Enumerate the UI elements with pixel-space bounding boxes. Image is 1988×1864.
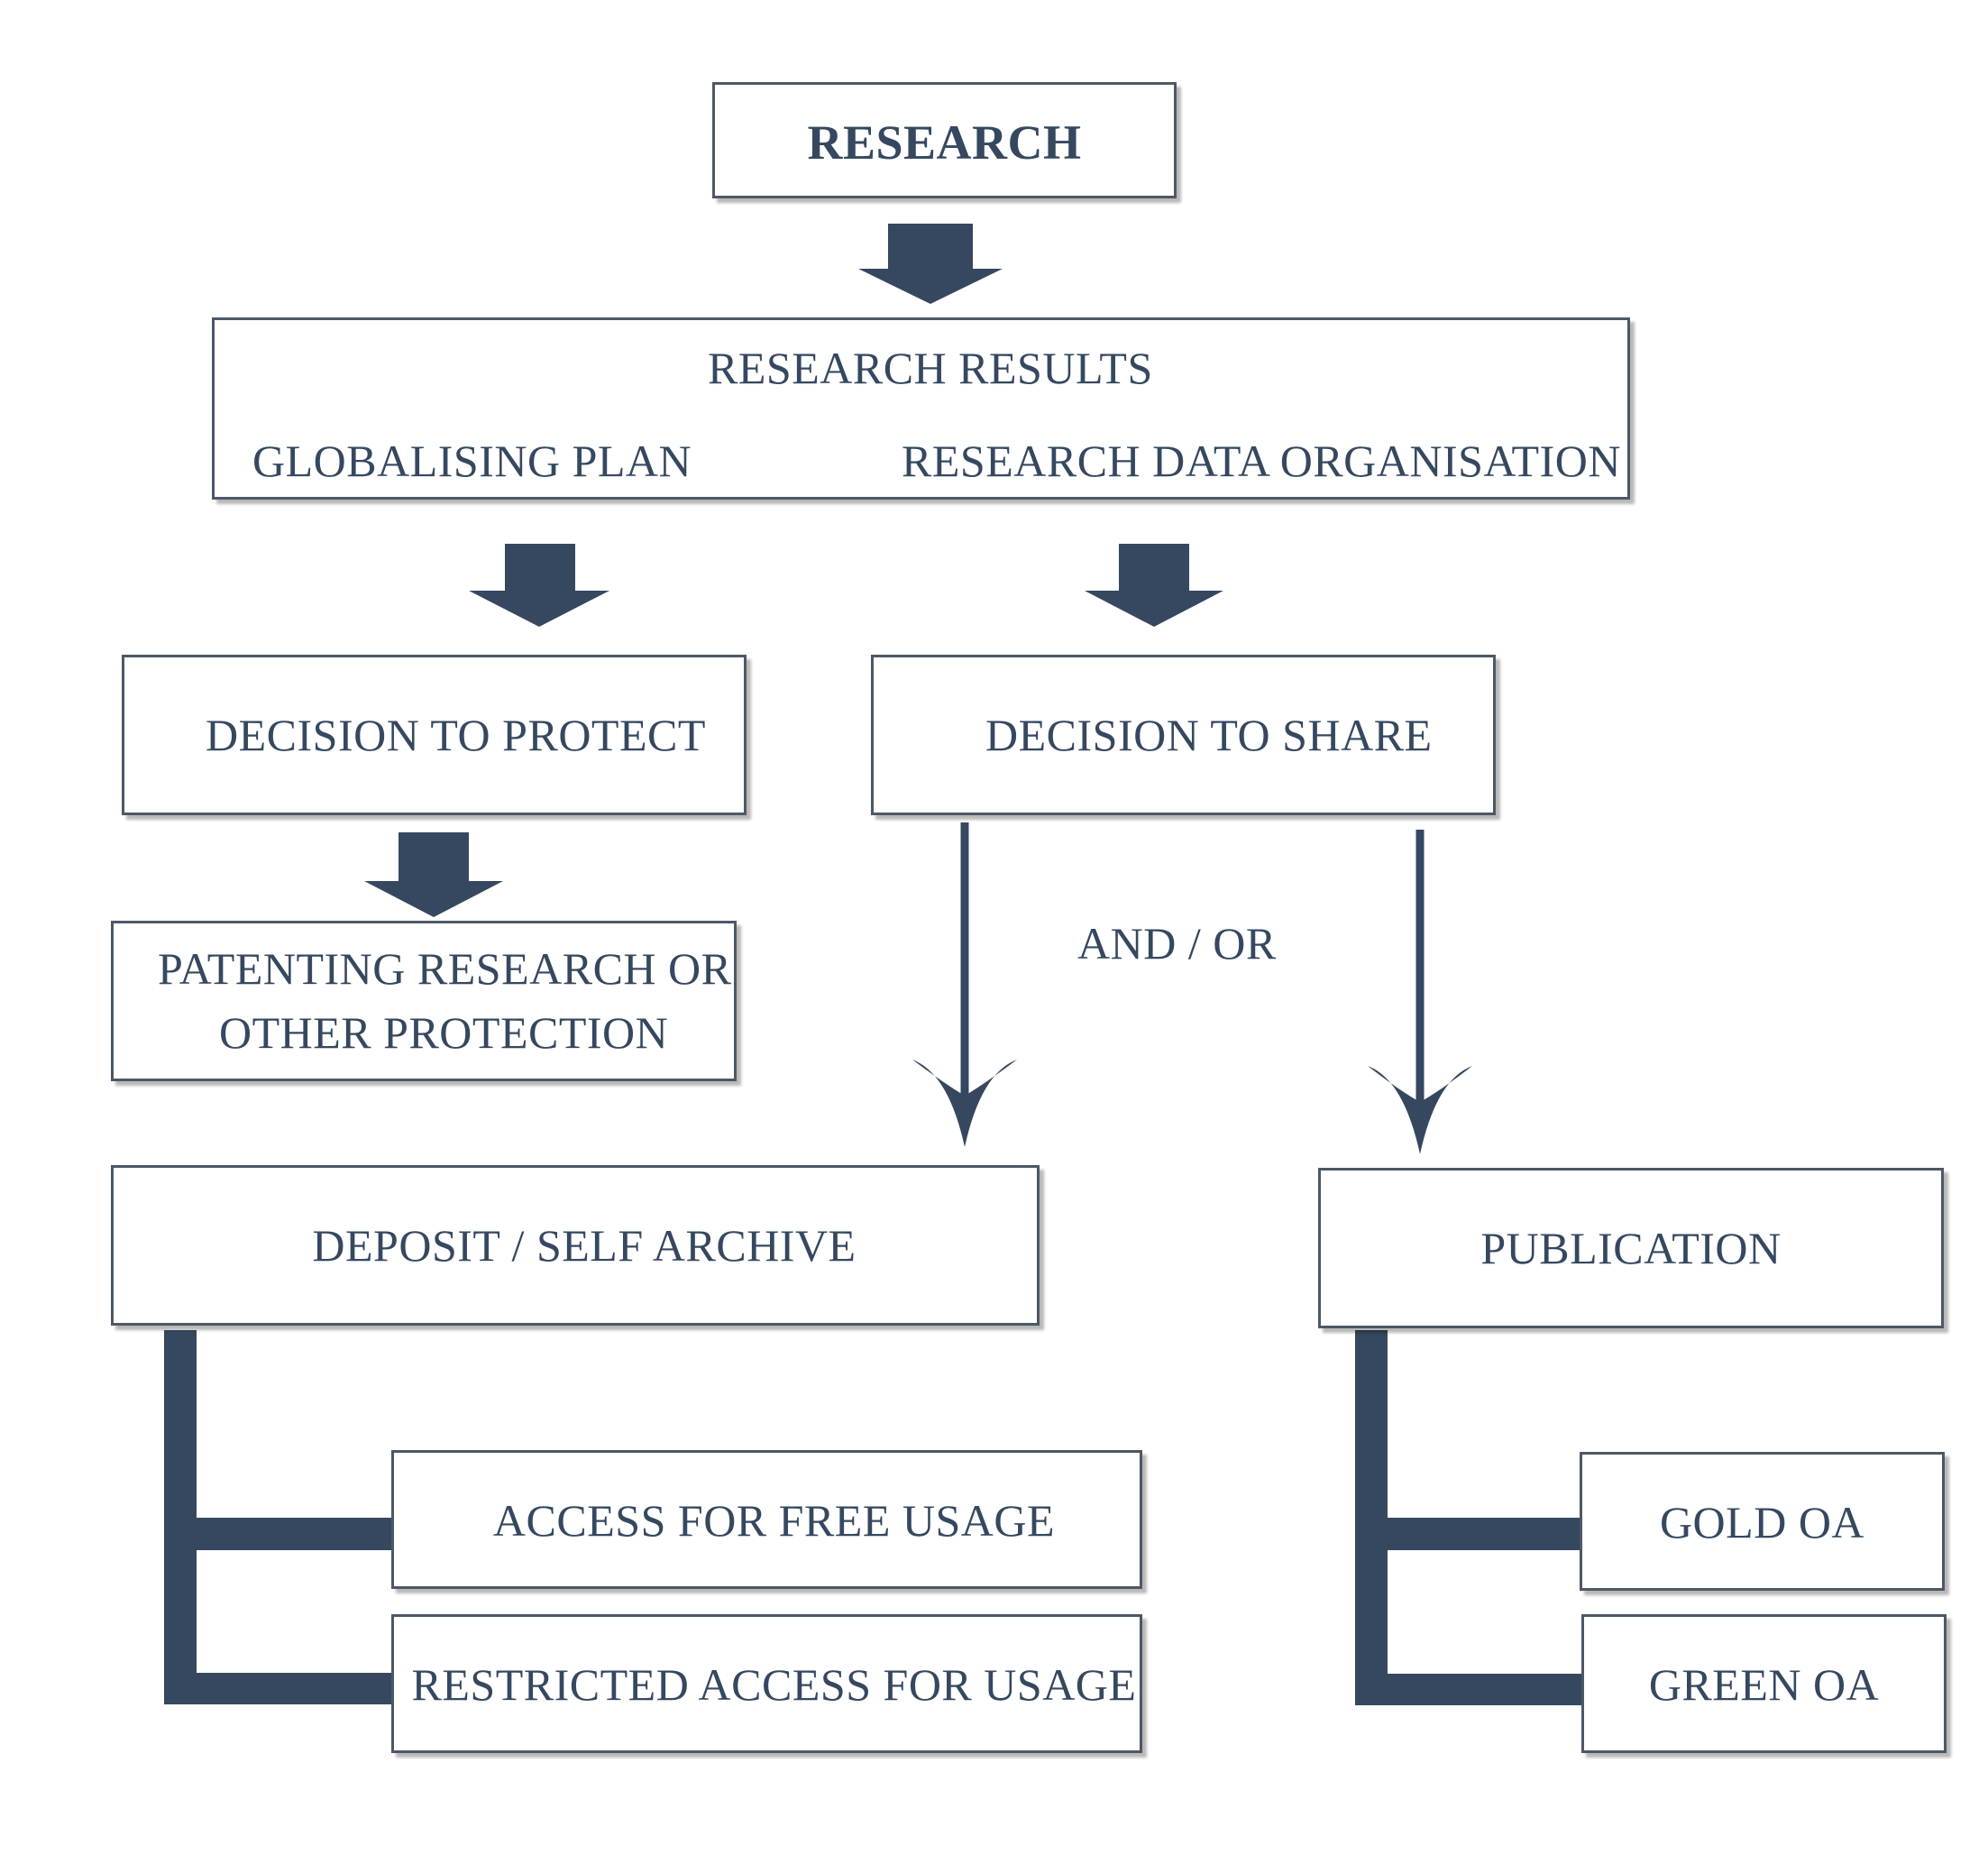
bracket-publication-children — [1355, 1330, 1582, 1705]
deposit-label: DEPOSIT / SELF ARCHIVE — [312, 1220, 857, 1271]
research-results-node: RESEARCH RESULTS GLOBALISING PLAN RESEAR… — [212, 317, 1630, 500]
research-results-label: RESEARCH RESULTS — [708, 343, 1153, 393]
publication-label: PUBLICATION — [1480, 1223, 1782, 1273]
patenting-label-line1: PATENTING RESEARCH OR — [158, 943, 732, 994]
block-arrow-research-to-results — [842, 219, 1019, 308]
gold-oa-label: GOLD OA — [1659, 1497, 1865, 1547]
access-free-node: ACCESS FOR FREE USAGE — [391, 1450, 1142, 1589]
and-or-label: AND / OR — [1077, 918, 1277, 969]
line-arrow-to-publication — [1368, 830, 1472, 1154]
decision-to-protect-node: DECISION TO PROTECT — [122, 655, 747, 815]
block-arrow-to-patenting — [350, 828, 518, 922]
line-arrow-to-deposit — [912, 822, 1017, 1147]
restricted-access-label: RESTRICTED ACCESS FOR USAGE — [411, 1659, 1137, 1710]
gold-oa-node: GOLD OA — [1580, 1452, 1945, 1591]
patenting-node: PATENTING RESEARCH OR OTHER PROTECTION — [111, 921, 737, 1081]
globalising-plan-label: GLOBALISING PLAN — [252, 436, 692, 486]
restricted-access-node: RESTRICTED ACCESS FOR USAGE — [391, 1614, 1142, 1753]
decision-to-share-label: DECISION TO SHARE — [985, 710, 1433, 760]
green-oa-label: GREEN OA — [1648, 1659, 1880, 1710]
decision-to-protect-label: DECISION TO PROTECT — [206, 710, 706, 760]
deposit-node: DEPOSIT / SELF ARCHIVE — [111, 1165, 1040, 1326]
access-free-label: ACCESS FOR FREE USAGE — [492, 1495, 1056, 1546]
decision-to-share-node: DECISION TO SHARE — [871, 655, 1496, 815]
green-oa-node: GREEN OA — [1581, 1614, 1947, 1753]
block-arrow-to-protect — [454, 539, 624, 631]
block-arrow-to-share — [1070, 539, 1238, 631]
research-node: RESEARCH — [712, 82, 1177, 198]
patenting-label-line2: OTHER PROTECTION — [219, 1007, 669, 1058]
research-data-organisation-label: RESEARCH DATA ORGANISATION — [902, 436, 1621, 486]
research-label: RESEARCH — [807, 115, 1082, 170]
bracket-deposit-children — [164, 1330, 395, 1704]
publication-node: PUBLICATION — [1318, 1168, 1944, 1328]
